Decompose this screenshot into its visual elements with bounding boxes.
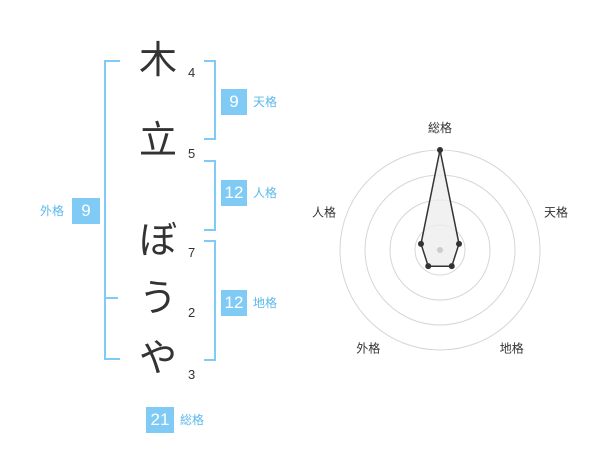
radar-axis-label-3: 地格 bbox=[500, 341, 524, 356]
chikaku-value: 12 bbox=[221, 290, 247, 316]
gaikaku-value: 9 bbox=[72, 198, 100, 224]
name-char-1: 木 bbox=[138, 38, 177, 82]
stroke-count-4: 2 bbox=[188, 305, 196, 320]
radar-point-4 bbox=[425, 263, 432, 270]
tenkaku-label: 天格 bbox=[253, 95, 278, 109]
jinkaku-label: 人格 bbox=[253, 186, 278, 200]
stroke-count-1: 4 bbox=[188, 65, 196, 80]
soukaku-value: 21 bbox=[146, 407, 174, 433]
chikaku-label: 地格 bbox=[253, 296, 278, 310]
chikaku-bracket bbox=[204, 240, 216, 361]
radar-axis-label-1: 総格 bbox=[428, 120, 452, 135]
radar-center bbox=[437, 247, 443, 253]
radar-area bbox=[420, 149, 460, 267]
name-char-5: や bbox=[138, 336, 177, 380]
jinkaku-value: 12 bbox=[221, 180, 247, 206]
tenkaku-bracket bbox=[204, 60, 216, 140]
radar-axis-label-2: 天格 bbox=[544, 204, 568, 219]
name-char-2: 立 bbox=[138, 118, 177, 162]
name-char-4: う bbox=[138, 276, 177, 320]
gaikaku-label: 外格 bbox=[40, 204, 65, 218]
soukaku-label: 総格 bbox=[180, 413, 205, 427]
stroke-count-3: 7 bbox=[188, 245, 196, 260]
radar-point-2 bbox=[456, 240, 463, 247]
stroke-count-5: 3 bbox=[188, 367, 196, 382]
stroke-count-2: 5 bbox=[188, 146, 196, 161]
radar-axis-label-5: 人格 bbox=[312, 204, 336, 219]
name-char-3: ぼ bbox=[138, 218, 177, 262]
jinkaku-bracket bbox=[204, 160, 216, 231]
radar-point-3 bbox=[448, 263, 455, 270]
radar-point-1 bbox=[437, 147, 443, 153]
radar-axis-label-4: 外格 bbox=[356, 341, 380, 356]
radar-point-5 bbox=[417, 240, 424, 247]
tenkaku-value: 9 bbox=[221, 89, 247, 115]
gaikaku-bracket-tick bbox=[104, 297, 118, 299]
gaikaku-bracket bbox=[104, 60, 120, 360]
